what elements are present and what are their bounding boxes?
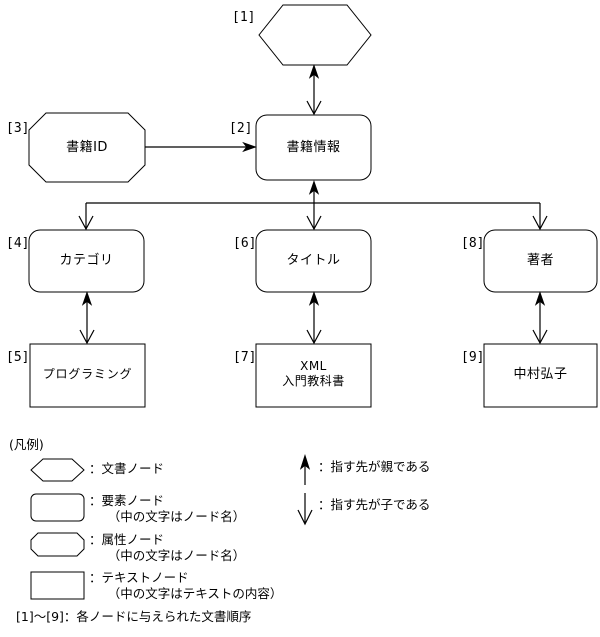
legend-octagon-icon	[30, 532, 85, 557]
node-shape-element-8[interactable]	[483, 229, 598, 293]
node-label-3: 書籍ID	[66, 140, 108, 155]
legend-arrow-child-text: ：指す先が子である	[318, 497, 431, 512]
node-label-5: プログラミング	[42, 367, 133, 381]
legend-item-document-node-text: ：文書ノード	[89, 461, 165, 476]
edge-3-to-2	[145, 141, 257, 153]
node-label-9: 中村弘子	[513, 367, 568, 382]
order-tag-3: [3]	[6, 121, 30, 136]
edge-bus-to-4	[78, 203, 94, 231]
order-tag-6: [6]	[233, 236, 257, 251]
legend-arrow-parent-text: ：指す先が親である	[318, 459, 431, 474]
legend-hexagon-icon	[30, 458, 85, 482]
legend-order-note: [1]〜[9]：各ノードに与えられた文書順序	[16, 609, 252, 624]
order-tag-5: [5]	[6, 350, 30, 365]
legend-item-attribute-node-text: ：属性ノード （中の文字はノード名）	[89, 532, 246, 563]
node-shape-text-5[interactable]	[29, 343, 146, 408]
node-label-7: XML 入門教科書	[282, 359, 345, 388]
legend-arrow-down-open-icon	[297, 493, 313, 526]
legend-item-text-node-text: ：テキストノード （中の文字はテキストの内容）	[89, 570, 283, 601]
order-tag-9: [9]	[461, 350, 485, 365]
edge-bus-from-2	[86, 180, 540, 204]
edge-7-to-6	[306, 291, 322, 345]
legend-rect-icon	[30, 571, 85, 600]
node-shape-attribute-3[interactable]	[28, 112, 146, 183]
node-shape-text-7[interactable]	[255, 343, 372, 408]
node-label-2: 書籍情報	[286, 140, 341, 155]
order-tag-1: [1]	[232, 10, 256, 25]
node-label-4: カテゴリ	[59, 253, 114, 268]
edge-2-to-1	[306, 64, 322, 116]
legend-item-element-node-text: ：要素ノード （中の文字はノード名）	[89, 493, 246, 524]
order-tag-2: [2]	[229, 121, 253, 136]
edge-9-to-8	[532, 291, 548, 345]
legend-rounded-rect-icon	[30, 493, 85, 522]
order-tag-7: [7]	[233, 350, 257, 365]
legend-title: (凡例)	[9, 437, 44, 452]
edge-bus-to-6	[306, 203, 322, 231]
node-shape-document-1[interactable]	[258, 4, 372, 66]
order-tag-4: [4]	[6, 236, 30, 251]
node-shape-element-4[interactable]	[28, 229, 145, 293]
node-shape-element-6[interactable]	[255, 229, 372, 293]
legend-arrow-up-filled-icon	[299, 454, 311, 485]
edge-5-to-4	[79, 291, 95, 345]
order-tag-8: [8]	[461, 236, 485, 251]
node-shape-text-9[interactable]	[483, 343, 598, 408]
node-label-8: 著者	[526, 253, 554, 268]
node-shape-element-2[interactable]	[255, 114, 372, 181]
node-label-6: タイトル	[286, 253, 341, 268]
edge-bus-to-8	[532, 203, 548, 231]
